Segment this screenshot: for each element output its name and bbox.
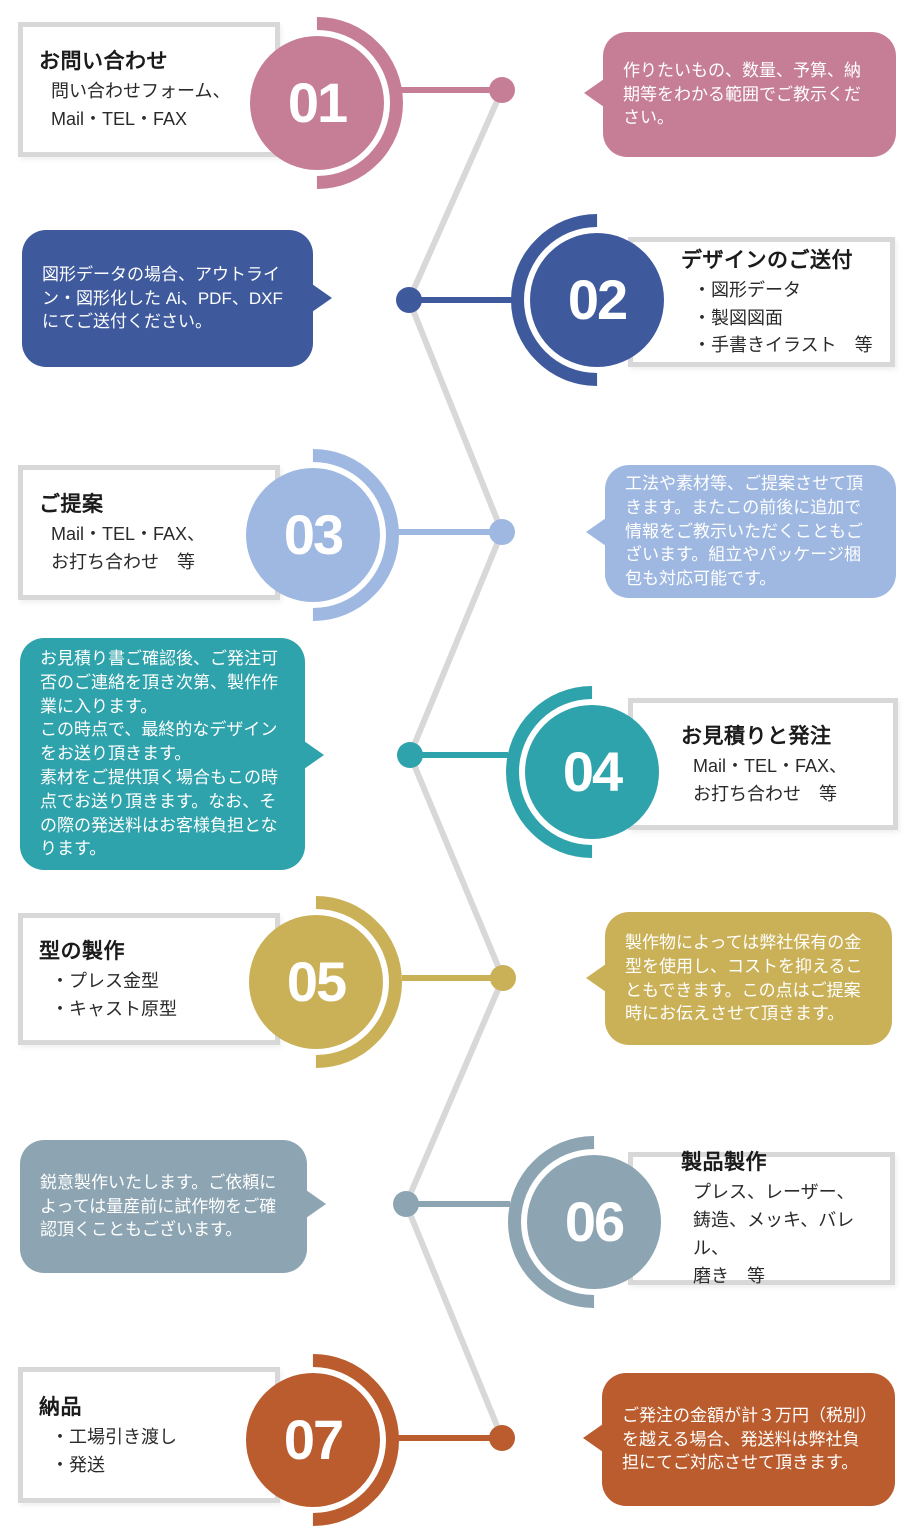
bubble-text: 作りたいもの、数量、予算、納期等をわかる範囲でご教示ください。 <box>623 60 861 128</box>
step-box: ご提案 Mail・TEL・FAX、 お打ち合わせ 等 <box>18 465 280 600</box>
connector-line <box>408 752 508 758</box>
connector-line <box>396 529 502 535</box>
bubble-text: 図形データの場合、アウトライン・図形化した Ai、PDF、DXF にてご送付くだ… <box>42 264 283 332</box>
bubble-text: 工法や素材等、ご提案させて頂きます。またこの前後に追加で情報をご教示いただくこと… <box>625 474 863 589</box>
step-box: 型の製作 ・プレス金型 ・キャスト原型 <box>18 913 280 1045</box>
step-detail: プレス、レーザー、 鋳造、メッキ、バレル、 磨き 等 <box>693 1182 855 1286</box>
step-title: お見積りと発注 <box>681 724 832 748</box>
bubble-tail <box>586 518 606 546</box>
speech-bubble: ご発注の金額が計３万円（税別）を越える場合、発送料は弊社負担にてご対応させて頂き… <box>583 1373 895 1506</box>
bubble-tail <box>584 79 604 107</box>
step-title: ご提案 <box>39 493 104 517</box>
step-detail: Mail・TEL・FAX、 お打ち合わせ 等 <box>693 755 848 804</box>
connector-line <box>402 975 503 981</box>
step-number-badge: 03 <box>246 468 380 602</box>
speech-bubble: 工法や素材等、ご提案させて頂きます。またこの前後に追加で情報をご教示いただくこと… <box>586 465 896 598</box>
step-number-badge: 05 <box>249 915 383 1049</box>
bubble-tail <box>306 1190 326 1218</box>
step-number-badge: 07 <box>246 1373 380 1507</box>
step-title: 型の製作 <box>39 939 125 963</box>
connector-line <box>404 1201 510 1207</box>
bubble-text: ご発注の金額が計３万円（税別）を越える場合、発送料は弊社負担にてご対応させて頂き… <box>622 1405 869 1473</box>
connector-line <box>407 297 513 303</box>
step-title: 製品製作 <box>681 1151 767 1175</box>
timeline-node-dot <box>397 742 423 768</box>
timeline-node-dot <box>393 1191 419 1217</box>
step-detail: ・工場引き渡し ・発送 <box>51 1426 177 1475</box>
speech-bubble: 作りたいもの、数量、予算、納期等をわかる範囲でご教示ください。 <box>584 32 896 157</box>
step-box: お見積りと発注 Mail・TEL・FAX、 お打ち合わせ 等 <box>628 698 898 830</box>
step-number-badge: 04 <box>525 705 659 839</box>
bubble-tail <box>312 284 332 312</box>
step-detail: 問い合わせフォーム、 Mail・TEL・FAX <box>51 81 231 129</box>
step-box: デザインのご送付 ・図形データ ・製図図面 ・手書きイラスト 等 <box>628 237 895 367</box>
bubble-tail <box>304 741 324 769</box>
speech-bubble: お見積り書ご確認後、ご発注可否のご連絡を頂き次第、製作作業に入ります。 この時点… <box>20 638 324 870</box>
step-title: 納品 <box>39 1395 82 1419</box>
step-box: 製品製作 プレス、レーザー、 鋳造、メッキ、バレル、 磨き 等 <box>628 1151 895 1286</box>
bubble-text: お見積り書ご確認後、ご発注可否のご連絡を頂き次第、製作作業に入ります。 この時点… <box>40 648 278 859</box>
step-number-badge: 06 <box>527 1155 661 1289</box>
step-title: デザインのご送付 <box>681 248 853 272</box>
timeline-node-dot <box>489 77 515 103</box>
speech-bubble: 製作物によっては弊社保有の金型を使用し、コストを抑えることもできます。この点はご… <box>586 912 892 1045</box>
step-box: お問い合わせ 問い合わせフォーム、 Mail・TEL・FAX <box>18 22 280 157</box>
bubble-text: 鋭意製作いたします。ご依頼によっては量産前に試作物をご確認頂くこともございます。 <box>40 1172 277 1240</box>
bubble-tail <box>586 964 606 992</box>
bubble-tail <box>583 1424 603 1452</box>
step-number-badge: 02 <box>530 233 664 367</box>
connector-line <box>396 1435 502 1441</box>
speech-bubble: 鋭意製作いたします。ご依頼によっては量産前に試作物をご確認頂くこともございます。 <box>20 1140 326 1273</box>
timeline-node-dot <box>489 519 515 545</box>
step-detail: ・図形データ ・製図図面 ・手書きイラスト 等 <box>693 279 873 356</box>
step-detail: Mail・TEL・FAX、 お打ち合わせ 等 <box>51 524 206 572</box>
step-number-badge: 01 <box>250 36 384 170</box>
bubble-text: 製作物によっては弊社保有の金型を使用し、コストを抑えることもできます。この点はご… <box>625 932 863 1024</box>
speech-bubble: 図形データの場合、アウトライン・図形化した Ai、PDF、DXF にてご送付くだ… <box>22 230 332 367</box>
timeline-node-dot <box>490 965 516 991</box>
timeline-node-dot <box>489 1425 515 1451</box>
step-title: お問い合わせ <box>39 50 168 74</box>
timeline-node-dot <box>396 287 422 313</box>
step-detail: ・プレス金型 ・キャスト原型 <box>51 970 177 1019</box>
step-box: 納品 ・工場引き渡し ・発送 <box>18 1367 280 1503</box>
